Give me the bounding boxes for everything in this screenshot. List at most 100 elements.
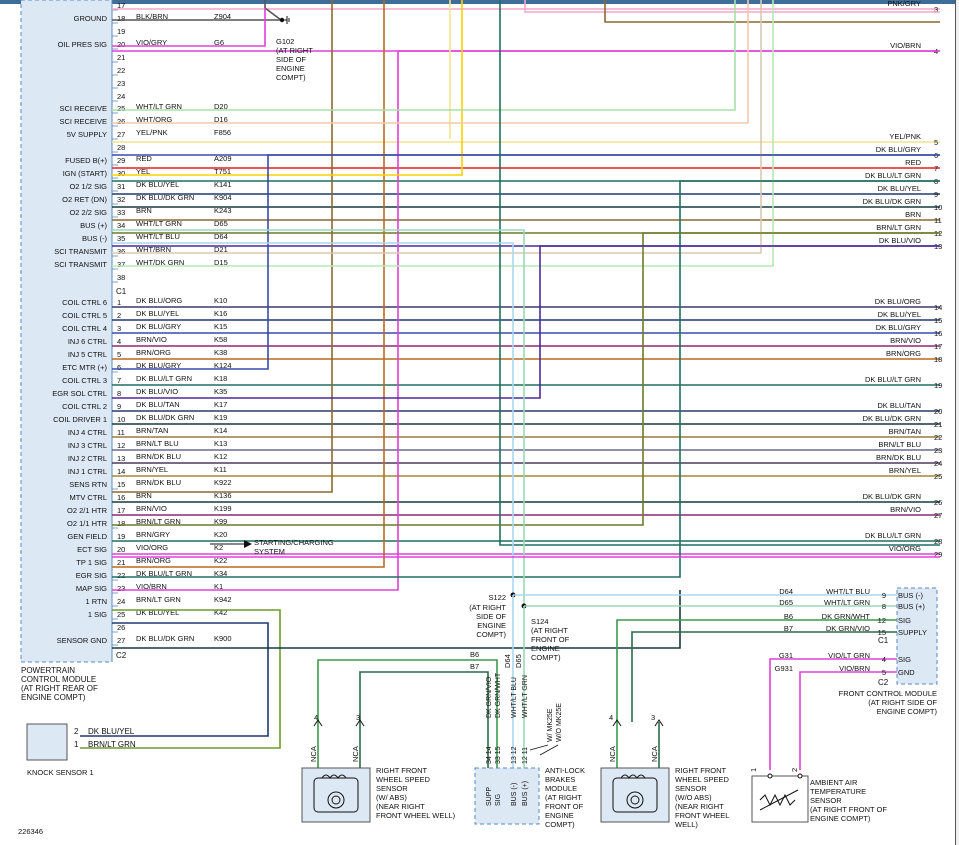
svg-text:RIGHT FRONT: RIGHT FRONT xyxy=(376,766,428,775)
right-wire-color-label: DK BLU/LT GRN xyxy=(865,531,921,540)
svg-text:SYSTEM: SYSTEM xyxy=(254,547,285,556)
svg-text:(AT RIGHT SIDE OF: (AT RIGHT SIDE OF xyxy=(868,698,937,707)
svg-text:FRONT WHEEL: FRONT WHEEL xyxy=(675,811,729,820)
right-wire-color-label: PNK/GRY xyxy=(887,0,921,8)
fcm-wire-color: WHT/LT GRN xyxy=(824,598,870,607)
wire-color-label: BLK/BRN xyxy=(136,12,168,21)
pcm-pin-label: ETC MTR (+) xyxy=(62,363,107,372)
starting-charging-arrow-icon xyxy=(210,540,252,548)
right-wire-number: 22 xyxy=(934,433,942,442)
right-wire-color-label: BRN/LT GRN xyxy=(876,223,921,232)
pcm-pin-label: BUS (-) xyxy=(82,234,108,243)
wire-color-label: BRN/DK BLU xyxy=(136,478,181,487)
svg-text:SENSOR: SENSOR xyxy=(376,784,408,793)
right-wire-number: 17 xyxy=(934,342,942,351)
bus-to-fcm-wires xyxy=(317,594,897,780)
svg-text:MODULE: MODULE xyxy=(545,784,577,793)
pcm-pin-number: 4 xyxy=(117,337,121,346)
pcm-pin-number: 10 xyxy=(117,415,125,424)
circuit-label: K124 xyxy=(214,361,232,370)
svg-text:DK BLU/YEL: DK BLU/YEL xyxy=(88,727,135,736)
right-wire-number: 29 xyxy=(934,550,942,559)
pcm-pin-label: COIL CTRL 6 xyxy=(62,298,107,307)
pcm-title-line-0: POWERTRAIN xyxy=(21,666,75,675)
knock-sensor-pins: 2 DK BLU/YEL 1 BRN/LT GRN xyxy=(74,727,136,749)
pcm-pin-label: TP 1 SIG xyxy=(76,558,107,567)
pcm-pin-label: GROUND xyxy=(74,14,108,23)
abs-pin-label: BUS (-) xyxy=(511,783,518,806)
svg-text:FRONT WHEEL WELL): FRONT WHEEL WELL) xyxy=(376,811,456,820)
right-wire-number: 19 xyxy=(934,381,942,390)
pcm-title-line-3: ENGINE COMPT) xyxy=(21,693,86,702)
fcm-pin-number: 4 xyxy=(882,655,886,664)
pcm-pin-number: 15 xyxy=(117,480,125,489)
circuit-label: K10 xyxy=(214,296,227,305)
right-wire-number: 5 xyxy=(934,138,938,147)
pcm-pin-number: 17 xyxy=(117,506,125,515)
pcm-pin-label: SENS RTN xyxy=(69,480,107,489)
right-wire-number: 25 xyxy=(934,472,942,481)
abs-pin-label: SIG xyxy=(495,794,502,806)
circuit-label: K22 xyxy=(214,556,227,565)
diagram-id: 226346 xyxy=(18,827,43,836)
circuit-label: K12 xyxy=(214,452,227,461)
rf-sensor-noabs-title: RIGHT FRONT WHEEL SPEED SENSOR (W/O ABS)… xyxy=(675,766,729,829)
pcm-pin-label: SCI RECEIVE xyxy=(59,104,107,113)
pcm-pin-number: 27 xyxy=(117,130,125,139)
wire-color-label: DK BLU/GRY xyxy=(136,361,181,370)
fcm-pin-number: 5 xyxy=(882,668,886,677)
right-wire-color-label: BRN/DK BLU xyxy=(876,453,921,462)
right-wire-color-label: BRN xyxy=(905,210,921,219)
circuit-label: K243 xyxy=(214,206,232,215)
wire-color-label: DK BLU/ORG xyxy=(136,296,182,305)
g102-label: G102 (AT RIGHT SIDE OF ENGINE COMPT) xyxy=(276,37,313,82)
fcm-pin-label: GND xyxy=(898,668,915,677)
svg-text:SENSOR: SENSOR xyxy=(675,784,707,793)
wire-color-label: VIO/GRY xyxy=(136,38,167,47)
wire-color-label: DK BLU/YEL xyxy=(136,180,179,189)
circuit-label: K199 xyxy=(214,504,232,513)
wire-color-label: WHT/BRN xyxy=(136,245,171,254)
svg-text:S122: S122 xyxy=(488,593,506,602)
svg-text:(NEAR RIGHT: (NEAR RIGHT xyxy=(376,802,425,811)
ambient-sensor-pins: 1 2 xyxy=(749,768,799,772)
fcm-pin-label: SIG xyxy=(898,655,911,664)
abs-module-box xyxy=(474,767,540,825)
pcm-pin-label: MAP SIG xyxy=(76,584,107,593)
fcm-pin-label: SUPPLY xyxy=(898,628,927,637)
circuit-label: K38 xyxy=(214,348,227,357)
right-wire-number: 21 xyxy=(934,420,942,429)
pcm-pin-number: 30 xyxy=(117,169,125,178)
pcm-pin-label: O2 RET (DN) xyxy=(62,195,107,204)
right-wire-number: 9 xyxy=(934,190,938,199)
circuit-label: K2 xyxy=(214,543,223,552)
circuit-label: K14 xyxy=(214,426,227,435)
wire-color-label: DK BLU/DK GRN xyxy=(136,634,194,643)
pcm-pin-number: 22 xyxy=(117,66,125,75)
abs-pin-label: SUPP xyxy=(486,787,493,806)
pcm-pin-number: 18 xyxy=(117,14,125,23)
svg-text:G102: G102 xyxy=(276,37,294,46)
pcm-pin-number: 21 xyxy=(117,53,125,62)
pcm-pin-label: SCI TRANSMIT xyxy=(54,260,107,269)
svg-text:2: 2 xyxy=(74,727,79,736)
circuit-label: D64 xyxy=(214,232,228,241)
fcm-circuit: D65 xyxy=(779,598,793,607)
svg-text:D64: D64 xyxy=(503,654,512,668)
wire-color-label: YEL xyxy=(136,167,150,176)
circuit-label: D65 xyxy=(214,219,228,228)
fcm-circuit: G31 xyxy=(779,651,793,660)
svg-text:COMPT): COMPT) xyxy=(545,820,575,829)
pcm-box xyxy=(20,0,113,663)
right-wire-color-label: DK BLU/DK GRN xyxy=(863,197,921,206)
svg-text:BRN/LT GRN: BRN/LT GRN xyxy=(88,740,136,749)
wire-color-label: DK BLU/DK GRN xyxy=(136,193,194,202)
pcm-pin-number: 23 xyxy=(117,79,125,88)
fcm-circuit: D64 xyxy=(779,587,793,596)
circuit-label: D21 xyxy=(214,245,228,254)
pcm-pin-label: COIL DRIVER 1 xyxy=(53,415,107,424)
pcm-pin-label: GEN FIELD xyxy=(67,532,107,541)
circuit-label: K20 xyxy=(214,530,227,539)
svg-text:NCA: NCA xyxy=(650,746,659,762)
